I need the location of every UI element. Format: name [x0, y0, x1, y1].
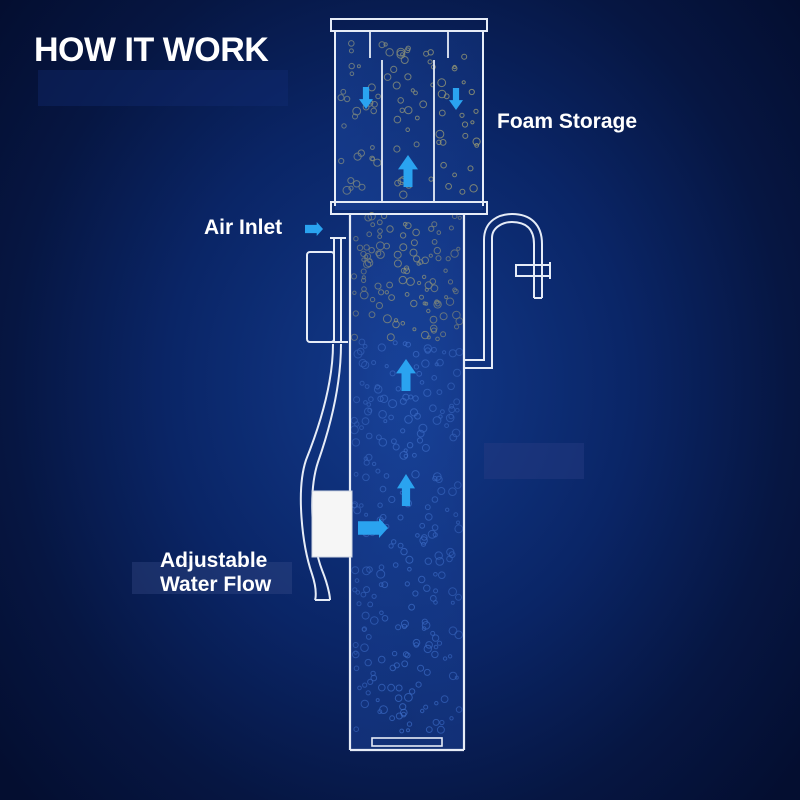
flow-arrow-up: [398, 155, 418, 187]
water-flow-label-line2: Water Flow: [160, 572, 272, 596]
flow-arrow-up: [397, 474, 415, 506]
foam-storage-label: Foam Storage: [497, 110, 638, 133]
air-hose: [299, 343, 342, 601]
cup-base-rim: [330, 201, 488, 215]
water-flow-label-line1: Adjustable: [160, 549, 268, 572]
flow-arrow-down: [449, 88, 463, 110]
flow-arrow-right: [358, 518, 388, 538]
water-flow-label: Adjustable Water Flow: [160, 549, 271, 596]
page-title: HOW IT WORK: [34, 31, 269, 69]
venturi-housing: [306, 251, 335, 343]
flow-arrow-up: [396, 359, 416, 391]
label-background-band: [132, 562, 292, 594]
flow-arrows: [305, 87, 463, 538]
flow-arrow-down: [359, 87, 373, 109]
title-background-band: [38, 70, 288, 106]
tube-base: [371, 737, 443, 747]
decorative-band: [484, 443, 584, 479]
air-inlet-label: Air Inlet: [204, 216, 283, 239]
flow-arrow-right: [305, 222, 323, 236]
pump: [311, 490, 353, 558]
air-inlet: [306, 237, 348, 343]
cup-lid: [330, 18, 488, 32]
outlet-pipe: [464, 212, 551, 369]
